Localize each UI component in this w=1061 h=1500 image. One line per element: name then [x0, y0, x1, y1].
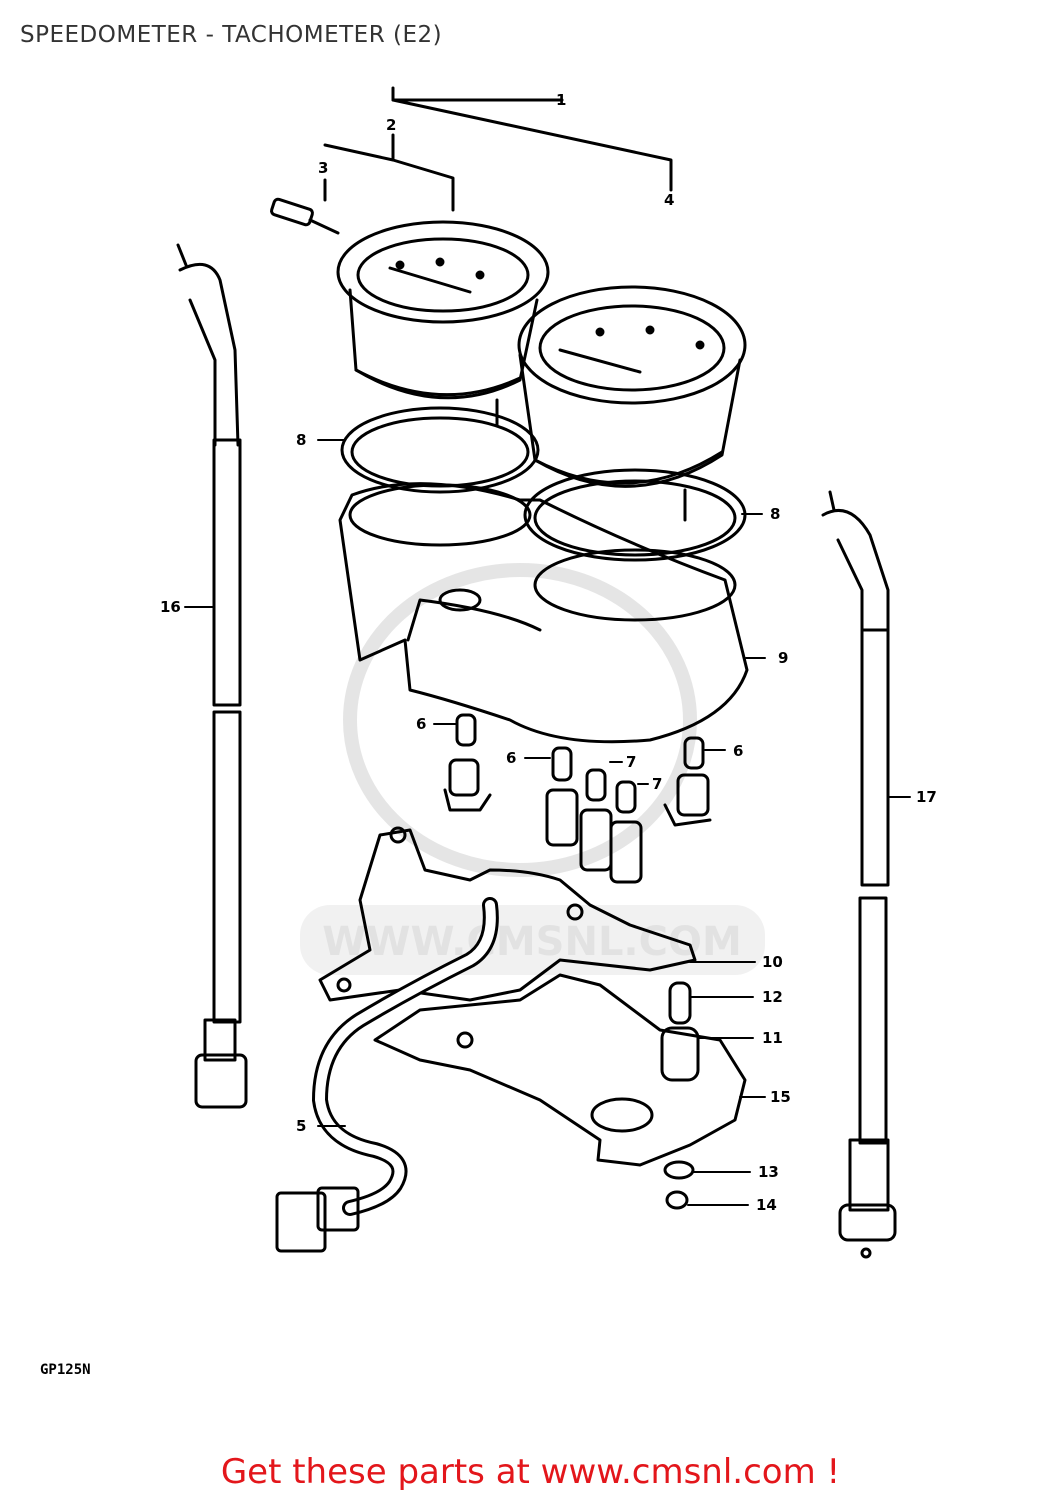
callout-11: 11 — [762, 1029, 783, 1047]
tachometer-cable-part-17 — [821, 490, 897, 1259]
speedometer-gauge — [336, 220, 550, 427]
speedometer-cable-part-16 — [176, 243, 248, 1109]
callout-4: 4 — [664, 191, 674, 209]
page-title: SPEEDOMETER - TACHOMETER (E2) — [20, 22, 443, 48]
callout-15: 15 — [770, 1088, 791, 1106]
footer-link[interactable]: Get these parts at www.cmsnl.com ! — [220, 1452, 841, 1492]
callout-labels: 1 2 3 4 5 6 6 6 6 7 7 8 8 9 10 11 12 13 … — [160, 91, 937, 1214]
callout-12: 12 — [762, 988, 783, 1006]
tachometer-gauge — [517, 285, 747, 522]
callout-6b: 6 — [506, 749, 516, 767]
wire-harness-part-5 — [275, 897, 499, 1253]
nut-part-14 — [665, 1190, 689, 1210]
callout-8b: 8 — [770, 505, 780, 523]
callout-1: 1 — [556, 91, 566, 109]
screw-part-3 — [270, 178, 340, 235]
bracket-2 — [391, 133, 455, 212]
callout-2: 2 — [386, 116, 396, 134]
callout-5: 5 — [296, 1117, 306, 1135]
callout-6a: 6 — [416, 715, 426, 733]
callout-3: 3 — [318, 159, 328, 177]
ring-part-8-left — [340, 406, 540, 494]
callout-8a: 8 — [296, 431, 306, 449]
bulb-socket-center — [545, 746, 643, 884]
callout-14: 14 — [756, 1196, 777, 1214]
callout-7b: 7 — [652, 775, 662, 793]
watermark-text: WWW.CMSNL.COM — [322, 919, 742, 965]
callout-13: 13 — [758, 1163, 779, 1181]
collar-part-11 — [660, 1026, 700, 1082]
post-part-12 — [668, 981, 692, 1025]
model-code: GP125N — [40, 1362, 91, 1378]
callout-10: 10 — [762, 953, 783, 971]
bracket-1 — [391, 86, 673, 192]
callout-6c: 6 — [733, 742, 743, 760]
housing-part-9 — [338, 482, 749, 744]
base-plate-part-15 — [373, 973, 747, 1167]
bulb-socket-right — [663, 736, 712, 827]
bulb-socket-left — [443, 713, 492, 812]
callout-17: 17 — [916, 788, 937, 806]
washer-part-13 — [663, 1160, 695, 1180]
bracket-part-10 — [318, 826, 697, 1002]
callout-9: 9 — [778, 649, 788, 667]
callout-7a: 7 — [626, 753, 636, 771]
callout-16: 16 — [160, 598, 181, 616]
watermark-logo: WWW.CMSNL.COM — [300, 563, 765, 975]
